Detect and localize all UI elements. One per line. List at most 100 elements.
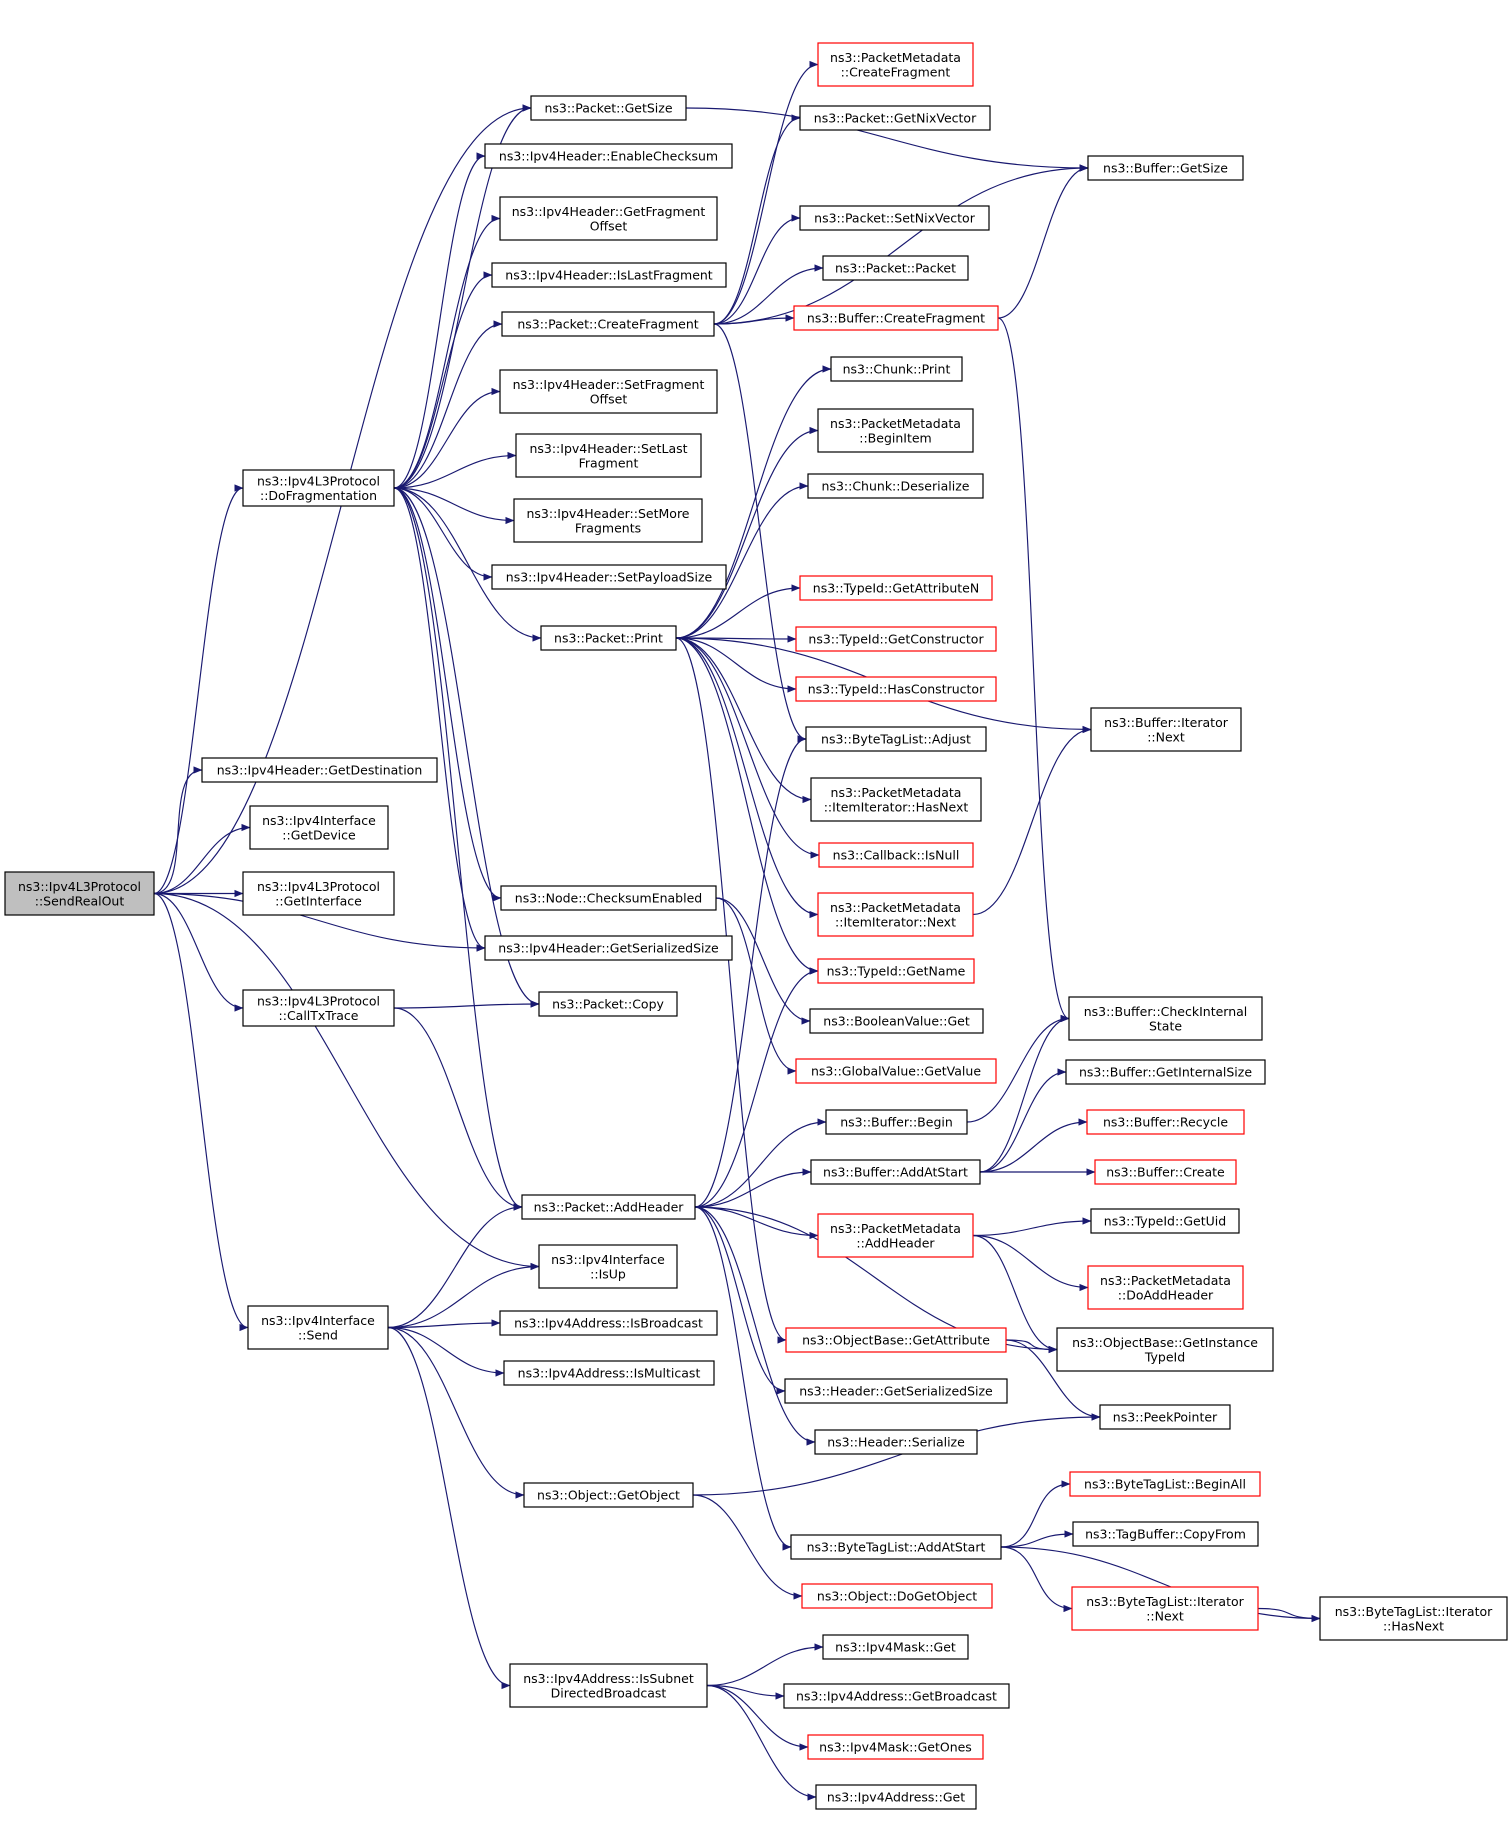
node-peekPointer[interactable]: ns3::PeekPointer	[1099, 1404, 1231, 1430]
node-tagBufCopy[interactable]: ns3::TagBuffer::CopyFrom	[1072, 1521, 1259, 1547]
node-addrIsBcast[interactable]: ns3::Ipv4Address::IsBroadcast	[499, 1310, 718, 1336]
node-root[interactable]: ns3::Ipv4L3Protocol::SendRealOut	[4, 871, 155, 916]
node-chunkPrint[interactable]: ns3::Chunk::Print	[830, 356, 963, 382]
node-bufItNext[interactable]: ns3::Buffer::Iterator::Next	[1090, 707, 1242, 752]
call-edge-pktPrint-tidGetAttrN	[675, 584, 801, 639]
node-tidGetUid[interactable]: ns3::TypeId::GetUid	[1090, 1208, 1240, 1234]
node-getDest[interactable]: ns3::Ipv4Header::GetDestination	[201, 757, 438, 783]
node-chunkDeser[interactable]: ns3::Chunk::Deserialize	[807, 473, 984, 499]
node-pmItHasNext[interactable]: ns3::PacketMetadata::ItemIterator::HasNe…	[810, 777, 982, 822]
node-nodeChecksum[interactable]: ns3::Node::ChecksumEnabled	[500, 885, 717, 911]
node-box	[784, 1378, 1008, 1404]
node-pktCopy[interactable]: ns3::Packet::Copy	[538, 991, 678, 1017]
call-edge-obGetAttr-obGetInstTid	[1005, 1339, 1058, 1354]
node-label: TypeId	[1144, 1349, 1185, 1364]
node-obGetAttr[interactable]: ns3::ObjectBase::GetAttribute	[785, 1327, 1007, 1353]
node-tidHasCtor[interactable]: ns3::TypeId::HasConstructor	[795, 676, 997, 702]
node-label: ns3::PacketMetadata	[830, 1221, 961, 1236]
node-tidGetAttrN[interactable]: ns3::TypeId::GetAttributeN	[799, 575, 993, 601]
call-edge-bufAddAtStart-bufCheckInt	[979, 1014, 1070, 1173]
node-doFrag[interactable]: ns3::Ipv4L3Protocol::DoFragmentation	[242, 469, 395, 507]
node-box	[1087, 155, 1244, 181]
node-hdrGetSerSize[interactable]: ns3::Ipv4Header::GetSerializedSize	[484, 935, 733, 961]
node-getInterface[interactable]: ns3::Ipv4L3Protocol::GetInterface	[242, 871, 395, 916]
node-gvGetValue[interactable]: ns3::GlobalValue::GetValue	[795, 1058, 997, 1084]
node-addrIsSubnet[interactable]: ns3::Ipv4Address::IsSubnetDirectedBroadc…	[509, 1663, 708, 1708]
node-enChecksum[interactable]: ns3::Ipv4Header::EnableChecksum	[484, 143, 733, 169]
node-maskGet[interactable]: ns3::Ipv4Mask::Get	[822, 1634, 969, 1660]
node-box	[805, 726, 987, 752]
node-bufCreate[interactable]: ns3::Buffer::Create	[1094, 1159, 1237, 1185]
node-addrGet[interactable]: ns3::Ipv4Address::Get	[815, 1784, 977, 1810]
node-box	[1090, 707, 1242, 752]
node-isLastFrag[interactable]: ns3::Ipv4Header::IsLastFragment	[491, 262, 727, 288]
node-label: ns3::Ipv4Header::EnableChecksum	[499, 149, 718, 164]
node-label: DirectedBroadcast	[551, 1685, 667, 1700]
node-label: State	[1149, 1018, 1182, 1033]
node-btlAddAtStart[interactable]: ns3::ByteTagList::AddAtStart	[790, 1534, 1002, 1560]
node-ifIsUp[interactable]: ns3::Ipv4Interface::IsUp	[538, 1244, 678, 1289]
node-bufCreateFrag[interactable]: ns3::Buffer::CreateFragment	[793, 305, 999, 331]
node-addrIsMcast[interactable]: ns3::Ipv4Address::IsMulticast	[503, 1360, 715, 1386]
call-edge-root-ifIsUp	[153, 892, 540, 1271]
node-bufGetIntSize[interactable]: ns3::Buffer::GetInternalSize	[1065, 1059, 1266, 1085]
node-bufAddAtStart[interactable]: ns3::Buffer::AddAtStart	[810, 1159, 981, 1185]
node-objGetObject[interactable]: ns3::Object::GetObject	[523, 1482, 694, 1508]
node-maskGetOnes[interactable]: ns3::Ipv4Mask::GetOnes	[807, 1734, 984, 1760]
node-btlItHasNext[interactable]: ns3::ByteTagList::Iterator::HasNext	[1319, 1596, 1508, 1641]
node-tidGetCtor[interactable]: ns3::TypeId::GetConstructor	[795, 626, 997, 652]
node-hdrSerialize[interactable]: ns3::Header::Serialize	[814, 1429, 978, 1455]
node-label: ::CallTxTrace	[279, 1008, 359, 1023]
node-pktPacket[interactable]: ns3::Packet::Packet	[822, 255, 969, 281]
node-pktCreateFrag[interactable]: ns3::Packet::CreateFragment	[501, 311, 715, 337]
node-pmDoAddHeader[interactable]: ns3::PacketMetadata::DoAddHeader	[1087, 1265, 1244, 1310]
node-callTx[interactable]: ns3::Ipv4L3Protocol::CallTxTrace	[242, 989, 395, 1027]
node-box	[822, 255, 969, 281]
node-box	[491, 564, 727, 590]
node-hdrGetSer[interactable]: ns3::Header::GetSerializedSize	[784, 1378, 1008, 1404]
node-pmCreateFrag[interactable]: ns3::PacketMetadata::CreateFragment	[817, 42, 974, 87]
node-ifGetDevice[interactable]: ns3::Ipv4Interface::GetDevice	[249, 805, 389, 850]
node-btlAdjust[interactable]: ns3::ByteTagList::Adjust	[805, 726, 987, 752]
node-pktGetNix[interactable]: ns3::Packet::GetNixVector	[799, 105, 991, 131]
node-pktAddHeader[interactable]: ns3::Packet::AddHeader	[521, 1194, 696, 1220]
node-box	[818, 842, 974, 868]
node-setPayload[interactable]: ns3::Ipv4Header::SetPayloadSize	[491, 564, 727, 590]
node-pmAddHeader[interactable]: ns3::PacketMetadata::AddHeader	[817, 1213, 974, 1258]
node-addrGetBcast[interactable]: ns3::Ipv4Address::GetBroadcast	[783, 1683, 1010, 1709]
node-pktPrint[interactable]: ns3::Packet::Print	[540, 625, 677, 651]
node-bufBegin[interactable]: ns3::Buffer::Begin	[825, 1109, 968, 1135]
node-label: ns3::Packet::GetNixVector	[814, 111, 977, 126]
node-cbIsNull[interactable]: ns3::Callback::IsNull	[818, 842, 974, 868]
node-boolGet[interactable]: ns3::BooleanValue::Get	[809, 1008, 984, 1034]
node-box	[501, 311, 715, 337]
node-box	[1090, 1208, 1240, 1234]
node-pktSetNix[interactable]: ns3::Packet::SetNixVector	[799, 205, 990, 231]
node-pmItNext[interactable]: ns3::PacketMetadata::ItemIterator::Next	[817, 892, 974, 937]
node-ifSend[interactable]: ns3::Ipv4Interface::Send	[247, 1305, 389, 1350]
node-bufGetSize[interactable]: ns3::Buffer::GetSize	[1087, 155, 1244, 181]
node-btlBeginAll[interactable]: ns3::ByteTagList::BeginAll	[1069, 1471, 1261, 1497]
node-box	[801, 1583, 993, 1609]
node-label: ns3::Header::GetSerializedSize	[799, 1384, 993, 1399]
node-tidGetName[interactable]: ns3::TypeId::GetName	[817, 958, 975, 984]
node-label: ns3::Ipv4Header::GetFragment	[512, 204, 706, 219]
call-edge-pmAddHeader-obGetInstTid	[972, 1234, 1058, 1354]
node-label: ::ItemIterator::HasNext	[824, 799, 969, 814]
node-objDoGetObject[interactable]: ns3::Object::DoGetObject	[801, 1583, 993, 1609]
node-label: ns3::ByteTagList::Iterator	[1335, 1604, 1493, 1619]
node-box	[795, 1058, 997, 1084]
call-edge-doFrag-nodeChecksum	[393, 487, 502, 902]
node-bufRecycle[interactable]: ns3::Buffer::Recycle	[1086, 1109, 1245, 1135]
node-btlItNext[interactable]: ns3::ByteTagList::Iterator::Next	[1071, 1586, 1259, 1631]
node-box	[499, 369, 718, 414]
node-pmBeginItem[interactable]: ns3::PacketMetadata::BeginItem	[817, 408, 974, 453]
node-box	[1099, 1404, 1231, 1430]
node-pktGetSize[interactable]: ns3::Packet::GetSize	[530, 95, 687, 121]
